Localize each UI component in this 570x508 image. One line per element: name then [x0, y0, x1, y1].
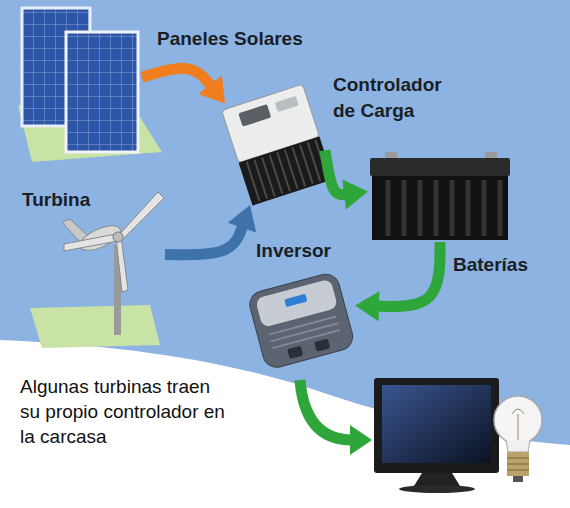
component-label: Controlador de Carga [333, 72, 453, 124]
component-node: Baterías [368, 158, 512, 242]
component-caption: Baterías [453, 252, 528, 278]
light-bulb-part [507, 458, 529, 470]
flow-arrow [142, 68, 225, 103]
wind-turbine-part [30, 305, 160, 348]
arrow-shaft [165, 226, 243, 255]
arrow-shaft [325, 150, 346, 194]
inverter-part [269, 316, 340, 348]
charge-controller [222, 84, 334, 205]
arrow-head [342, 180, 368, 210]
television-part [399, 485, 475, 493]
arrow-head [198, 75, 225, 103]
component-node: Controlador de Carga [225, 75, 325, 205]
flow-arrow [165, 205, 256, 255]
component-node: Turbina [50, 180, 165, 335]
battery [370, 152, 510, 240]
light-bulb-part [513, 476, 523, 482]
component-label: Turbina [22, 187, 90, 213]
charge-controller-part [238, 104, 271, 127]
battery-part [372, 176, 508, 240]
component-label: Inversor [256, 238, 331, 264]
load-arrow [300, 380, 372, 455]
component-caption: Paneles Solares [157, 26, 303, 52]
component-caption: Inversor [256, 238, 331, 264]
arrow-head [228, 205, 256, 233]
light-bulb [494, 396, 542, 482]
television-part [374, 378, 499, 473]
wind-turbine-part [64, 234, 118, 251]
light-bulb-part [512, 409, 524, 440]
component-label: Baterías [453, 252, 528, 278]
charge-controller-part [247, 140, 328, 201]
light-bulb-part [494, 396, 542, 444]
load-arrow-part [300, 380, 352, 440]
component-node: Inversor [245, 268, 355, 375]
component-caption: Controlador de Carga [333, 72, 453, 124]
battery-part [388, 180, 500, 236]
inverter-part [314, 338, 330, 351]
solar-panels-part [66, 32, 138, 152]
load-arrow-part [350, 425, 372, 455]
charge-controller-part [275, 96, 299, 112]
arrow-shaft [142, 68, 211, 86]
arrow-shaft [377, 242, 440, 307]
light-bulb-part [507, 452, 529, 476]
wind-turbine-part [116, 236, 128, 292]
inverter-part [247, 271, 356, 370]
arrow-head [355, 291, 379, 321]
light-bulb-part [506, 440, 530, 452]
flow-arrow [325, 150, 368, 209]
component-node: Paneles Solares [20, 8, 142, 162]
wind-turbine-part [118, 192, 164, 240]
television-part [414, 473, 460, 486]
charge-controller-part [239, 136, 334, 205]
component-label: Paneles Solares [157, 26, 303, 52]
wind-turbine [30, 192, 164, 348]
wind-turbine-part [113, 232, 123, 242]
note-text: Algunas turbinas traen su propio control… [20, 374, 232, 449]
battery-part [370, 158, 510, 176]
flow-arrow [355, 242, 440, 321]
component-caption: Turbina [22, 187, 90, 213]
inverter-part [284, 294, 307, 307]
inverter-part [287, 346, 303, 359]
television [374, 378, 499, 493]
television-part [382, 385, 491, 463]
inverter [247, 271, 356, 370]
inverter-part [255, 279, 338, 328]
solar-panels [18, 8, 162, 162]
